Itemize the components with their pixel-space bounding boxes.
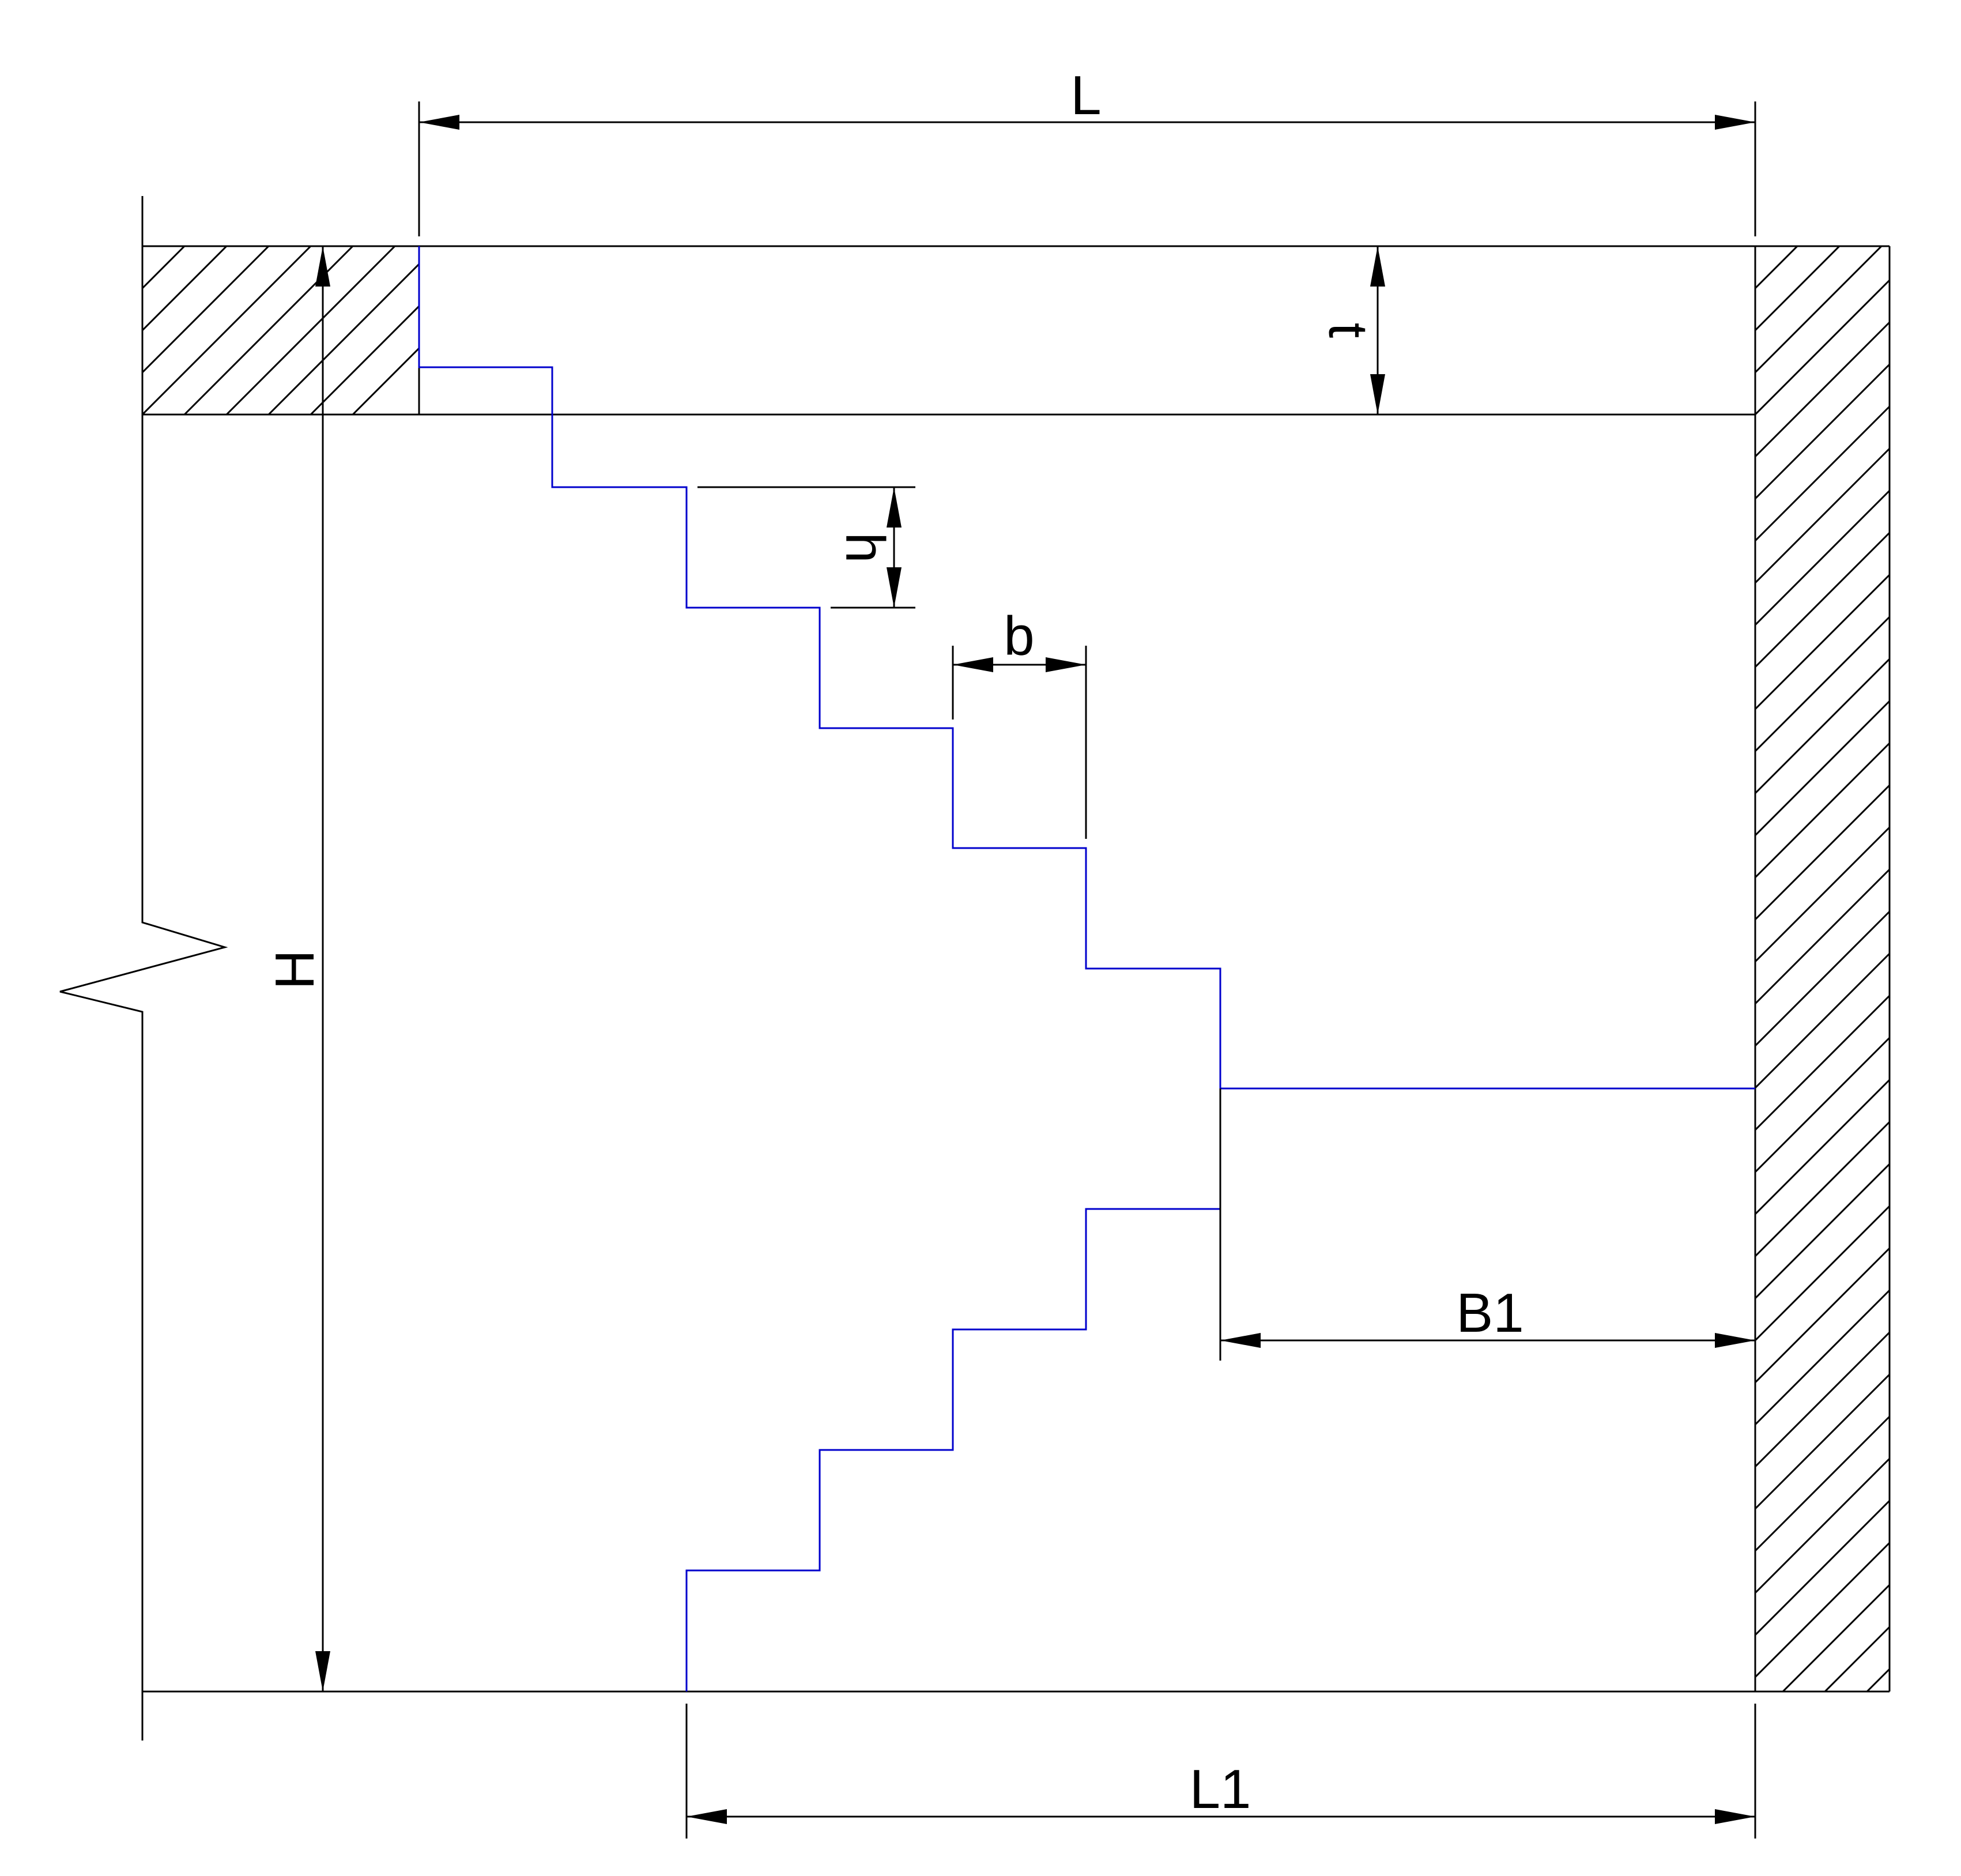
break-line [59, 196, 228, 1741]
right-wall-hatch [1755, 246, 1890, 1692]
dimension-t [1370, 246, 1385, 415]
label-h: h [834, 532, 896, 563]
structure-outline [141, 245, 1891, 1693]
dimension-B1 [1220, 1333, 1755, 1348]
label-L1: L1 [1190, 1758, 1251, 1820]
dimension-H [315, 246, 330, 1692]
label-H: H [264, 950, 326, 989]
label-b: b [1004, 605, 1034, 667]
dimension-h [697, 486, 915, 609]
label-L: L [1070, 65, 1101, 126]
dimension-L1 [685, 1704, 1756, 1839]
stair-upper-flight [418, 246, 1755, 1090]
left-wall-hatch [142, 246, 419, 415]
label-B1: B1 [1456, 1282, 1523, 1344]
label-t: t [1317, 323, 1379, 338]
stair-lower-flight [685, 1208, 1220, 1692]
dimension-L [418, 101, 1756, 236]
dimension-b [952, 646, 1087, 839]
